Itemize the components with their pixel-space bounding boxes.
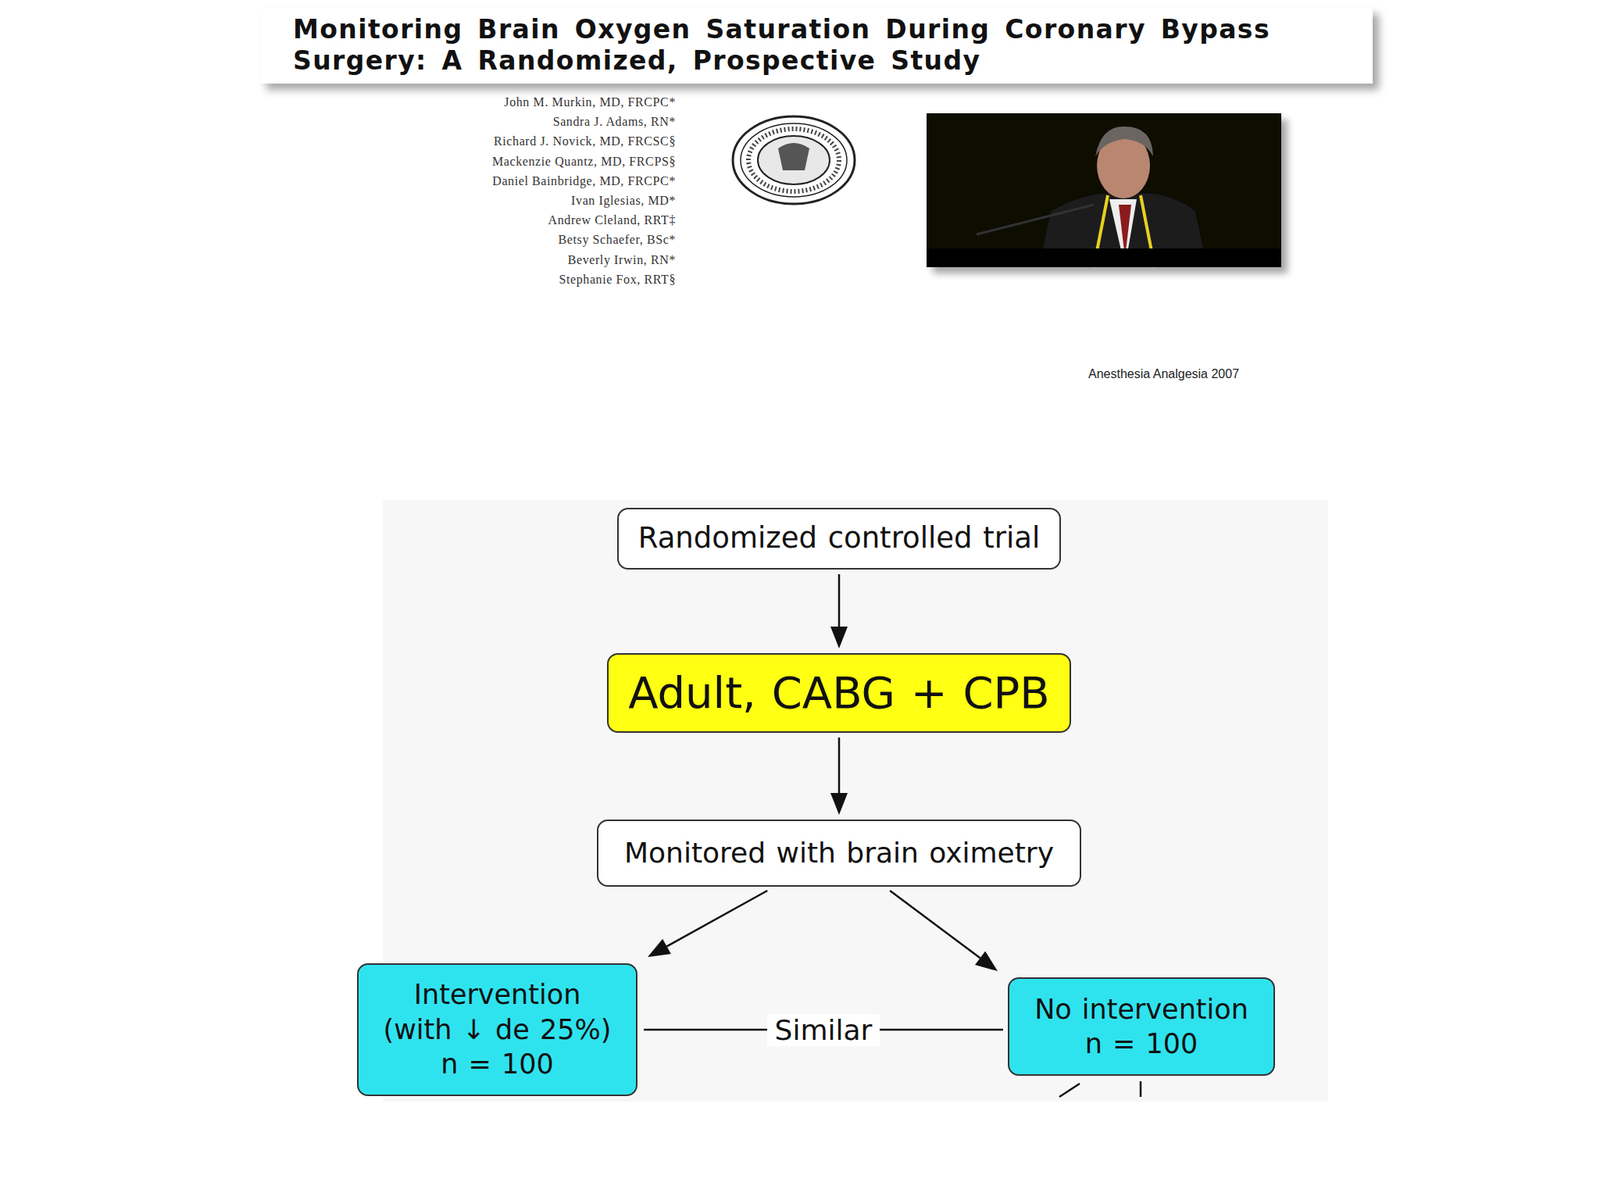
title-band: Monitoring Brain Oxygen Saturation Durin… [260,7,1373,84]
arrow-head [830,792,848,815]
author-line: Daniel Bainbridge, MD, FRCPC* [492,174,676,189]
author-line: Richard J. Novick, MD, FRCSC§ [493,134,676,149]
node-text: Intervention (with ↓ de 25%) n = 100 [380,977,615,1082]
author-line: Andrew Cleland, RRT‡ [548,213,676,228]
arrow-head [975,950,998,972]
node-text-group: No intervention n = 100 [1024,992,1259,1062]
process-box: Randomized controlled trial [617,507,1061,570]
arrow-head [830,626,848,649]
node-text-group: Monitored with brain oximetry [624,835,1054,872]
connector [830,737,848,815]
society-seal [732,116,855,204]
author-line: John M. Murkin, MD, FRCPC* [503,95,676,110]
author-line: Betsy Schaefer, BSc* [558,232,676,247]
node-text: Adult, CABG + CPB [628,664,1050,721]
node-text: Monitored with brain oximetry [624,835,1054,872]
connector-line [838,737,841,793]
author-line: Beverly Irwin, RN* [567,253,676,268]
cut-off-lines [1059,1081,1141,1097]
group-box: Intervention (with ↓ de 25%) n = 100 [357,963,638,1097]
connector [647,890,768,958]
journal-citation: Anesthesia Analgesia 2007 [1088,367,1240,382]
node-text: Randomized controlled trial [638,520,1040,558]
speaker-photo [926,113,1282,268]
author-line: Mackenzie Quantz, MD, FRCPS§ [492,154,676,169]
node-text-group: Adult, CABG + CPB [628,664,1050,721]
title-text: Monitoring Brain Oxygen Saturation Durin… [292,14,1364,77]
process-box: Monitored with brain oximetry [596,819,1082,887]
author-line: Sandra J. Adams, RN* [553,114,676,129]
connector-line [838,574,841,627]
connector [889,890,998,972]
connector [830,574,848,649]
node-text: No intervention n = 100 [1024,992,1259,1062]
edge-label: Similar [767,1014,881,1047]
population-box: Adult, CABG + CPB [607,653,1072,733]
node-text-group: Intervention (with ↓ de 25%) n = 100 [380,977,615,1082]
arrow-head [647,939,672,958]
node-text-group: Randomized controlled trial [638,520,1040,558]
connector-line [889,890,980,958]
group-box: No intervention n = 100 [1007,977,1275,1076]
author-line: Ivan Iglesias, MD* [571,193,676,208]
author-line: Stephanie Fox, RRT§ [558,272,676,287]
connector-line [666,890,768,947]
